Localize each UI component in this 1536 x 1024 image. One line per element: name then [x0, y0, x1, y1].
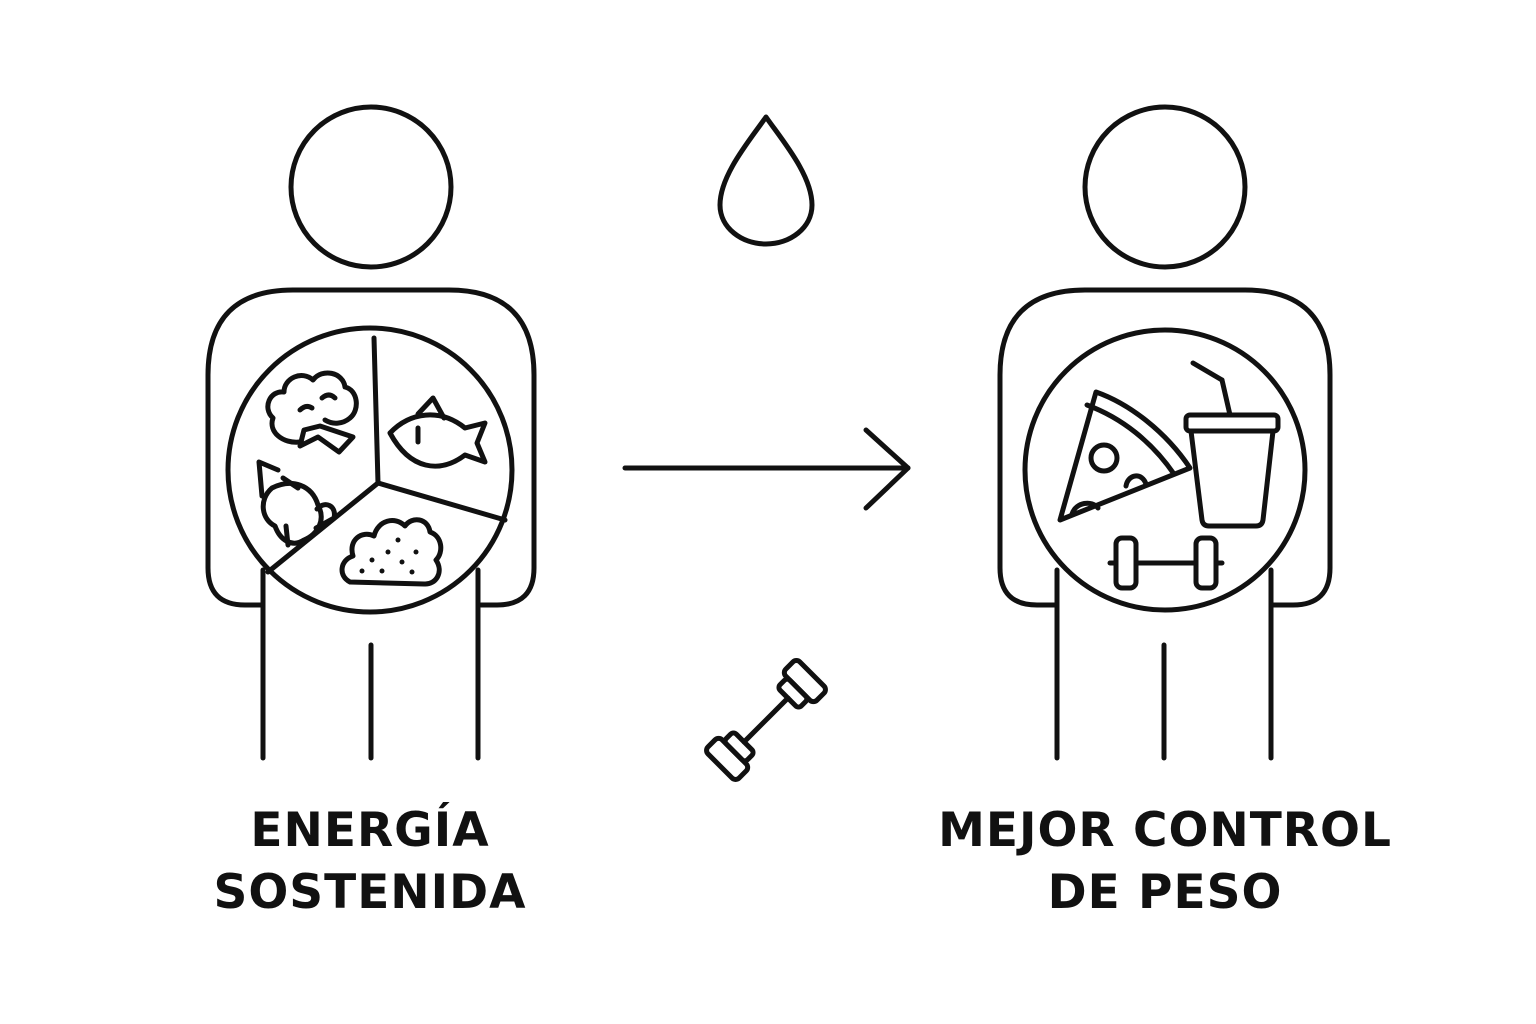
- left-caption-line-2: SOSTENIDA: [213, 865, 527, 920]
- rice-icon: [339, 517, 444, 587]
- soda-cup-icon: [1183, 360, 1281, 529]
- left-plate-divider-right: [375, 480, 508, 523]
- left-plate: [225, 325, 515, 615]
- left-person-head: [288, 104, 454, 270]
- right-caption: MEJOR CONTROL DE PESO: [905, 800, 1425, 924]
- chicken-leg-icon: [256, 459, 337, 548]
- broccoli-icon: [265, 370, 359, 455]
- dumbbell-icon: [704, 658, 828, 782]
- right-plate: [1022, 327, 1308, 613]
- left-plate-divider-top: [371, 335, 381, 486]
- left-caption: ENERGÍA SOSTENIDA: [170, 800, 570, 924]
- right-person-torso: [997, 287, 1333, 608]
- left-person-torso: [205, 287, 537, 608]
- pizza-slice-icon: [1057, 389, 1193, 523]
- arrow-right-icon: [622, 427, 911, 511]
- right-person-head: [1082, 104, 1248, 270]
- left-plate-divider-left: [265, 480, 381, 575]
- dumbbell-icon: [1107, 535, 1225, 591]
- right-person-figure: [997, 104, 1333, 761]
- right-plate-rim: [1022, 327, 1308, 613]
- left-caption-line-1: ENERGÍA: [250, 803, 490, 858]
- right-caption-line-1: MEJOR CONTROL: [938, 803, 1392, 858]
- fish-icon: [387, 395, 488, 469]
- left-person-figure: [205, 104, 537, 761]
- right-caption-line-2: DE PESO: [1047, 865, 1283, 920]
- water-drop-icon: [717, 114, 815, 247]
